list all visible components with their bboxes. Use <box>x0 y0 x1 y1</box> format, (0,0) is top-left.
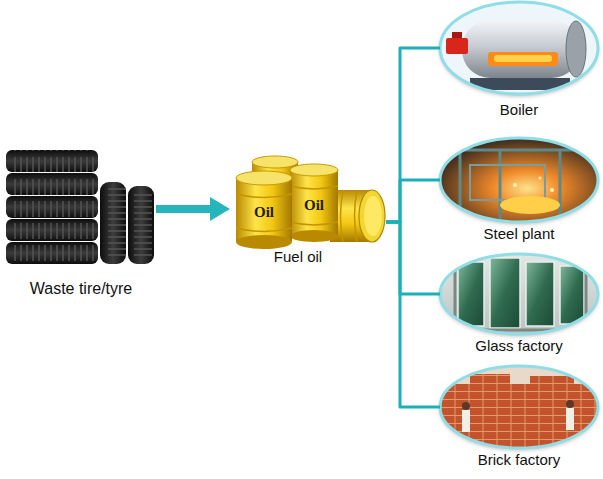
oil-barrels <box>252 156 298 168</box>
node-label: Fuel oil <box>274 248 322 266</box>
application-node: Boiler <box>440 2 598 123</box>
standing-tires <box>100 182 126 264</box>
boiler-picture <box>440 2 598 94</box>
tire-stack <box>10 219 94 241</box>
oil-barrels <box>236 171 292 185</box>
boiler-picture <box>440 2 598 94</box>
oil-barrels <box>236 194 292 198</box>
node-label: Waste tire/tyre <box>30 280 133 298</box>
brick-factory-picture <box>530 376 574 386</box>
oil-barrels <box>359 190 385 242</box>
brick-factory-picture <box>462 410 470 432</box>
tire-stack <box>6 196 98 218</box>
brick-factory-picture <box>566 408 574 430</box>
glass-factory-picture <box>490 258 520 328</box>
brick-factory-picture <box>440 366 598 448</box>
glass-factory-picture <box>440 254 598 334</box>
glass-factory-picture <box>440 254 598 334</box>
steel-plant-picture <box>440 138 598 222</box>
brick-factory-picture <box>440 366 598 448</box>
steel-plant-picture <box>539 177 542 180</box>
brick-factory-picture <box>440 384 598 448</box>
steel-plant-picture <box>513 183 517 187</box>
oil-barrels <box>341 190 344 242</box>
oil-barrels <box>290 222 338 225</box>
oil-barrels <box>236 178 292 242</box>
node-label: Steel plant <box>484 225 555 243</box>
oil-barrels <box>236 156 385 249</box>
tire-stack <box>10 242 94 264</box>
boiler-picture <box>494 55 552 62</box>
tire-stack <box>6 150 98 264</box>
oil-barrels <box>236 235 292 249</box>
node-label: Brick factory <box>478 451 561 469</box>
oil-barrels <box>355 190 358 242</box>
application-node: Brick factory <box>440 366 598 473</box>
steel-plant-picture <box>440 138 598 222</box>
tire-stack <box>10 150 94 172</box>
boiler-picture <box>488 52 558 66</box>
boiler-picture <box>452 32 462 38</box>
glass-factory-picture <box>440 254 598 334</box>
steel-plant-picture <box>470 165 545 200</box>
barrel-label: Oil <box>254 204 274 220</box>
node-label: Boiler <box>500 101 538 119</box>
glass-factory-picture <box>526 262 554 326</box>
bracket-line <box>386 180 440 222</box>
fuel-oil-node: Fuel oil <box>210 155 386 270</box>
boiler-picture <box>440 2 598 94</box>
flow-arrow <box>156 205 210 213</box>
steel-plant-picture <box>440 138 598 222</box>
barrel-label: Oil <box>304 197 324 213</box>
standing-tires <box>128 190 154 260</box>
glass-factory-picture <box>452 256 590 332</box>
tire-node: Waste tire/tyre <box>6 145 156 302</box>
tire-stack <box>10 173 94 195</box>
brick-factory-picture <box>566 400 574 408</box>
node-label: Glass factory <box>475 337 563 355</box>
brick-factory-picture <box>462 402 470 410</box>
standing-tires <box>100 182 154 264</box>
glass-factory-picture <box>440 254 598 334</box>
steel-plant-picture <box>440 138 598 222</box>
steel-plant-picture <box>440 138 598 222</box>
tire-stack <box>6 219 98 241</box>
application-node: Steel plant <box>440 138 598 247</box>
brick-factory-picture <box>440 366 598 448</box>
oil-barrels <box>290 164 338 176</box>
boiler-picture <box>566 21 586 77</box>
tire-stack <box>10 196 94 218</box>
tire-stack <box>6 173 98 195</box>
steel-plant-picture <box>500 196 560 214</box>
steel-plant-picture <box>550 188 554 192</box>
brick-factory-picture <box>440 366 598 448</box>
tire-stack <box>6 242 98 264</box>
brick-factory-picture <box>440 366 598 448</box>
oil-barrels <box>290 230 338 242</box>
bracket-line <box>386 222 440 407</box>
glass-factory-picture <box>560 266 584 324</box>
boiler-picture <box>440 2 598 94</box>
standing-tires <box>128 186 154 264</box>
tire-stack <box>6 150 98 172</box>
glass-factory-picture <box>458 262 484 326</box>
bracket-line <box>386 48 440 222</box>
oil-barrels <box>236 228 292 232</box>
boiler-picture <box>440 2 598 94</box>
brick-factory-picture <box>470 374 510 386</box>
oil-barrels <box>290 186 338 189</box>
standing-tires <box>100 186 126 260</box>
glass-factory-picture <box>440 254 598 334</box>
oil-barrels <box>364 196 382 236</box>
application-node: Glass factory <box>440 254 598 359</box>
oil-barrels <box>290 170 338 236</box>
boiler-picture <box>462 20 580 78</box>
boiler-picture <box>446 38 468 54</box>
bracket-line <box>386 222 440 294</box>
